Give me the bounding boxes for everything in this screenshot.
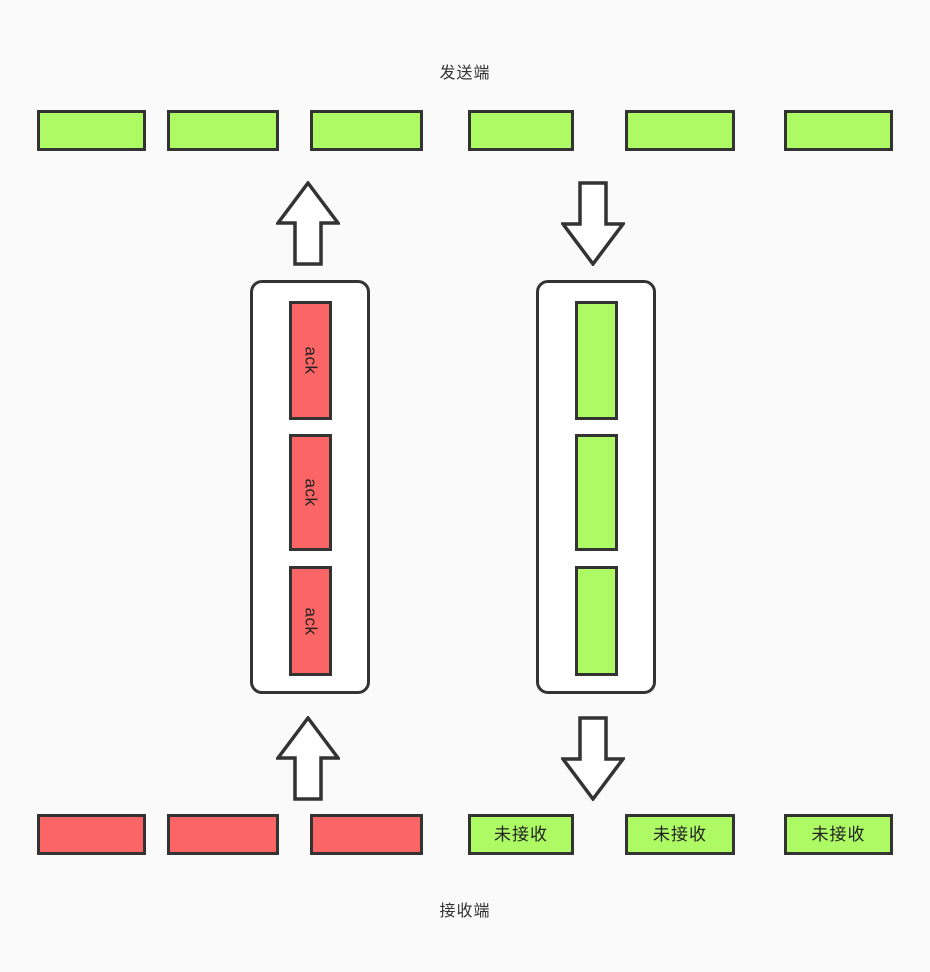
ack-slot-2-label: ack [301, 478, 320, 507]
ack-slot-3[interactable]: ack [289, 566, 332, 676]
receiver-packet-3[interactable] [310, 814, 423, 855]
arrow-ack-up-to-sender [276, 181, 340, 266]
receiver-packet-1[interactable] [37, 814, 146, 855]
receiver-packet-5[interactable]: 未接收 [625, 814, 735, 855]
sender-packet-6[interactable] [784, 110, 893, 151]
sender-packet-3[interactable] [310, 110, 423, 151]
sender-label: 发送端 [439, 65, 491, 82]
ack-slot-3-label: ack [301, 607, 320, 635]
data-buffer [536, 280, 656, 694]
receiver-label: 接收端 [439, 903, 491, 920]
sender-packet-5[interactable] [625, 110, 735, 151]
sender-packet-1[interactable] [37, 110, 146, 151]
arrow-data-down-to-receiver [561, 716, 625, 801]
receiver-packet-4[interactable]: 未接收 [468, 814, 574, 855]
ack-slot-2[interactable]: ack [289, 434, 332, 551]
receiver-packet-6[interactable]: 未接收 [784, 814, 893, 855]
data-slot-1[interactable] [575, 301, 618, 420]
ack-slot-1[interactable]: ack [289, 301, 332, 420]
arrow-ack-up-from-receiver [276, 716, 340, 801]
ack-slot-1-label: ack [301, 346, 320, 375]
sender-packet-2[interactable] [167, 110, 279, 151]
receiver-packet-2[interactable] [167, 814, 279, 855]
ack-buffer: ack ack ack [250, 280, 370, 694]
sender-packet-4[interactable] [468, 110, 574, 151]
data-slot-2[interactable] [575, 434, 618, 551]
arrow-data-down-from-sender [561, 181, 625, 266]
data-slot-3[interactable] [575, 566, 618, 676]
